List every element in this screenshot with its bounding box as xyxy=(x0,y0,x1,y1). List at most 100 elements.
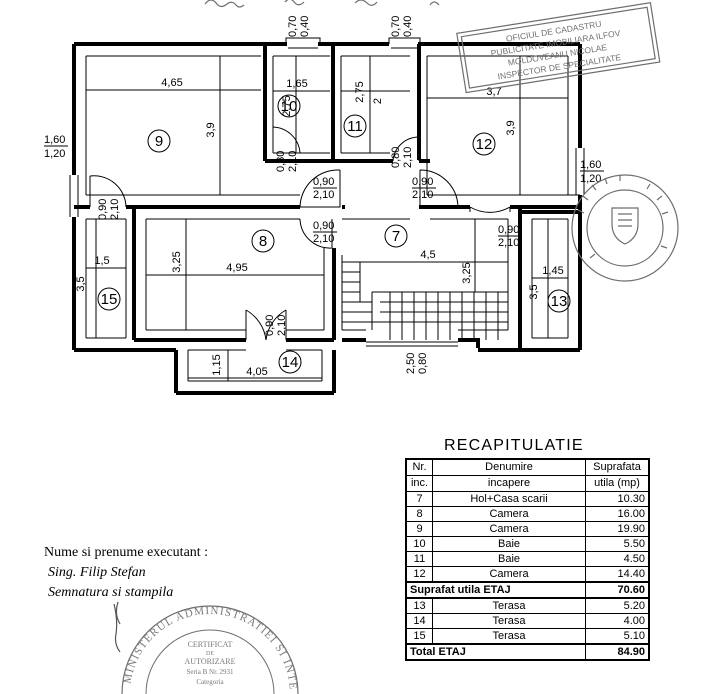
opening-labels: 0,70 0,40 0,70 0,40 1,60 1,20 1,60 1,20 … xyxy=(44,16,604,374)
total-area: 84.90 xyxy=(585,643,650,661)
row-nr: 13 xyxy=(405,597,433,614)
dim-r10-h: 2,75 xyxy=(281,95,293,116)
executant-name: Sing. Filip Stefan xyxy=(48,565,146,580)
row-area: 14.40 xyxy=(585,566,650,583)
dim-r15-w: 1,5 xyxy=(94,255,109,267)
header-name: Denumire xyxy=(432,458,586,476)
summary-row: Suprafat utila ETAJ 70.60 xyxy=(405,581,650,599)
dim-r13-w: 1,45 xyxy=(542,265,563,277)
row-nr: 15 xyxy=(405,628,433,645)
row-area: 4.50 xyxy=(585,551,650,567)
cert-stamp-l3: AUTORIZARE xyxy=(185,657,236,666)
row-name: Camera xyxy=(432,521,586,537)
row-area: 19.90 xyxy=(585,521,650,537)
staircase xyxy=(342,261,508,340)
header-name-2: incapere xyxy=(432,475,586,492)
header-area: Suprafata xyxy=(585,458,650,476)
interior-walls xyxy=(74,44,580,342)
door-14-h: 2,10 xyxy=(276,315,288,336)
room-dimension-labels: 4,65 3,9 1,65 2,75 2,75 2 3,7 3,9 4,95 3… xyxy=(75,77,564,378)
row-name: Terasa xyxy=(432,613,586,629)
dim-r8-h: 3,25 xyxy=(171,251,183,272)
row-nr: 14 xyxy=(405,613,433,629)
door-swings xyxy=(89,126,511,341)
room-13-label: 13 xyxy=(551,293,568,310)
dim-r14-w: 4,05 xyxy=(246,366,267,378)
dim-r7-h: 3,25 xyxy=(461,262,473,283)
signature-scribble xyxy=(113,601,121,653)
row-nr: 7 xyxy=(405,491,433,507)
row-nr: 12 xyxy=(405,566,433,583)
win-right-w: 1,60 xyxy=(580,159,601,171)
win-top-2-w: 0,70 xyxy=(390,16,402,37)
dim-r10-w: 1,65 xyxy=(286,78,307,90)
door-10-h: 2,10 xyxy=(287,151,299,172)
row-area: 5.50 xyxy=(585,536,650,552)
win-left-w: 1,60 xyxy=(44,134,65,146)
dim-r11-h: 2,75 xyxy=(354,81,366,102)
summary-area: 70.60 xyxy=(585,581,650,599)
cert-stamp-l1: CERTIFICAT xyxy=(188,640,233,649)
row-area: 4.00 xyxy=(585,613,650,629)
room-10-label: 10 xyxy=(281,98,298,115)
win-bottom-h: 0,80 xyxy=(417,353,429,374)
row-name: Camera xyxy=(432,506,586,522)
row-name: Terasa xyxy=(432,628,586,645)
win-bottom-w: 2,50 xyxy=(405,353,417,374)
cert-stamp-l5: Categoria xyxy=(196,678,224,686)
row-name: Camera xyxy=(432,566,586,583)
door-10-w: 0,80 xyxy=(275,151,287,172)
dim-r12-h: 3,9 xyxy=(505,120,517,135)
win-left-h: 1,20 xyxy=(44,148,65,160)
door-9-h: 2,10 xyxy=(313,189,334,201)
row-nr: 9 xyxy=(405,521,433,537)
row-name: Baie xyxy=(432,536,586,552)
room-14-label: 14 xyxy=(282,354,299,371)
room-11-label: 11 xyxy=(347,118,363,135)
header-nr: Nr. xyxy=(405,458,433,476)
row-area: 5.10 xyxy=(585,628,650,645)
win-top-1-h: 0,40 xyxy=(299,16,311,37)
dim-r9-w: 4,65 xyxy=(161,77,182,89)
dim-r9-h: 3,9 xyxy=(205,122,217,137)
row-name: Terasa xyxy=(432,597,586,614)
door-12-h: 2,10 xyxy=(412,189,433,201)
row-area: 16.00 xyxy=(585,506,650,522)
row-nr: 8 xyxy=(405,506,433,522)
recap-title: RECAPITULATIE xyxy=(444,437,584,454)
certificate-stamp: MINISTERUL ADMINISTRATIEI SI INTERNELOR … xyxy=(110,594,299,694)
dim-r14-h: 1,15 xyxy=(211,354,223,375)
door-13-w: 0,90 xyxy=(498,224,519,236)
row-area: 5.20 xyxy=(585,597,650,614)
dim-r15-h: 3,5 xyxy=(75,276,87,291)
door-14-w: 0,90 xyxy=(264,315,276,336)
room-7-label: 7 xyxy=(392,228,400,245)
dim-r11-w: 2 xyxy=(372,98,384,104)
total-label: Total ETAJ xyxy=(405,643,586,661)
win-top-2-h: 0,40 xyxy=(402,16,414,37)
executant-signature-label: Semnatura si stampila xyxy=(48,585,174,600)
door-12-w: 0,90 xyxy=(412,176,433,188)
row-area: 10.30 xyxy=(585,491,650,507)
header-area-2: utila (mp) xyxy=(585,475,650,492)
room-12-label: 12 xyxy=(476,136,493,153)
summary-label: Suprafat utila ETAJ xyxy=(405,581,586,599)
inner-wall-lines xyxy=(69,37,585,382)
door-8-h: 2,10 xyxy=(313,233,334,245)
row-nr: 11 xyxy=(405,551,433,567)
door-8-w: 0,90 xyxy=(313,220,334,232)
door-15-w: 0,90 xyxy=(97,199,109,220)
row-name: Baie xyxy=(432,551,586,567)
cadastre-stamp: OFICIUL DE CADASTRU PUBLICITATE IMOBILIA… xyxy=(456,2,661,94)
room-15-label: 15 xyxy=(101,291,118,308)
win-top-1-w: 0,70 xyxy=(287,16,299,37)
recap-table: Nr. Denumire Suprafata inc. incapere uti… xyxy=(405,458,650,661)
door-11-h: 2,10 xyxy=(402,147,414,168)
